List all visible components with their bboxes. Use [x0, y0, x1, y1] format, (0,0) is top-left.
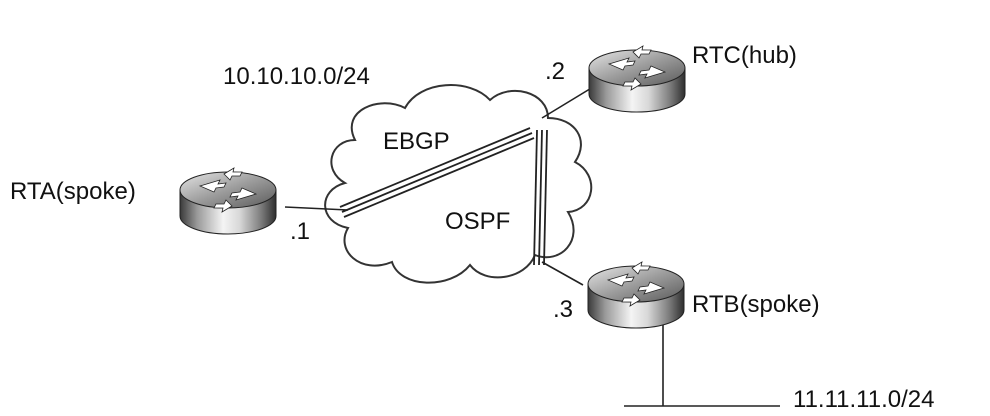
rtc-iface-label: .2	[545, 58, 566, 85]
rta-name-label: RTA(spoke)	[10, 178, 136, 205]
rtc-router-icon	[588, 45, 686, 113]
rta-iface-label: .1	[290, 218, 311, 245]
lan-subnet-label: 11.11.11.0/24	[793, 386, 935, 413]
rta-cloud-link	[284, 206, 349, 211]
rtb-cloud-link	[541, 261, 584, 286]
cloud-subnet-label: 10.10.10.0/24	[223, 63, 370, 90]
ebgp-session-line	[339, 127, 535, 218]
ebgp-label: EBGP	[383, 128, 450, 155]
rtb-name-label: RTB(spoke)	[692, 291, 820, 318]
network-cloud	[324, 84, 593, 284]
ospf-label: OSPF	[445, 208, 511, 235]
rtb-iface-label: .3	[553, 296, 574, 323]
rtb-router-icon	[587, 261, 685, 329]
ospf-session-line	[533, 129, 548, 266]
rtc-name-label: RTC(hub)	[692, 42, 797, 69]
rta-router-icon	[179, 167, 277, 235]
